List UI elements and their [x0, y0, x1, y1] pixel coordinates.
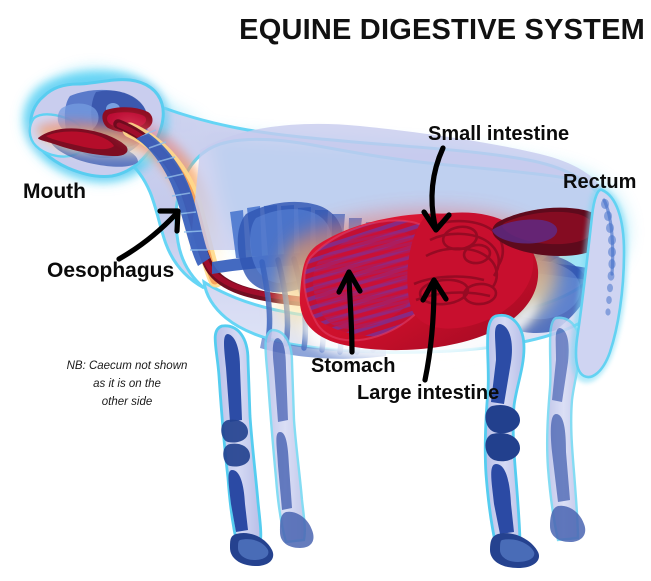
page-title: EQUINE DIGESTIVE SYSTEM	[239, 14, 645, 46]
arrow-oesophagus	[116, 208, 181, 262]
label-mouth: Mouth	[23, 180, 86, 203]
caecum-note-line: as it is on the	[93, 377, 161, 390]
arrow-stomach	[336, 269, 363, 355]
label-rectum: Rectum	[563, 171, 637, 193]
label-small-intestine: Small intestine	[428, 123, 570, 145]
caecum-note-line: other side	[101, 395, 153, 408]
label-arrows	[116, 145, 452, 383]
cervical-vertebrae	[132, 128, 210, 266]
hock-joint	[485, 404, 520, 434]
fore-limbs	[213, 324, 314, 566]
label-large-intestine: Large intestine	[357, 382, 500, 404]
digestive-system	[299, 207, 608, 351]
hind-limbs	[483, 313, 586, 568]
caecum-note: NB: Caecum not shown as it is on the oth…	[42, 358, 212, 411]
caecum-note-line: NB: Caecum not shown	[66, 360, 188, 372]
label-oesophagus: Oesophagus	[47, 259, 175, 282]
arrow-large-intestine	[420, 277, 449, 383]
label-stomach: Stomach	[311, 355, 396, 377]
tail	[570, 185, 628, 383]
arrow-small-intestine	[421, 145, 452, 233]
rectum-organ	[492, 207, 608, 256]
